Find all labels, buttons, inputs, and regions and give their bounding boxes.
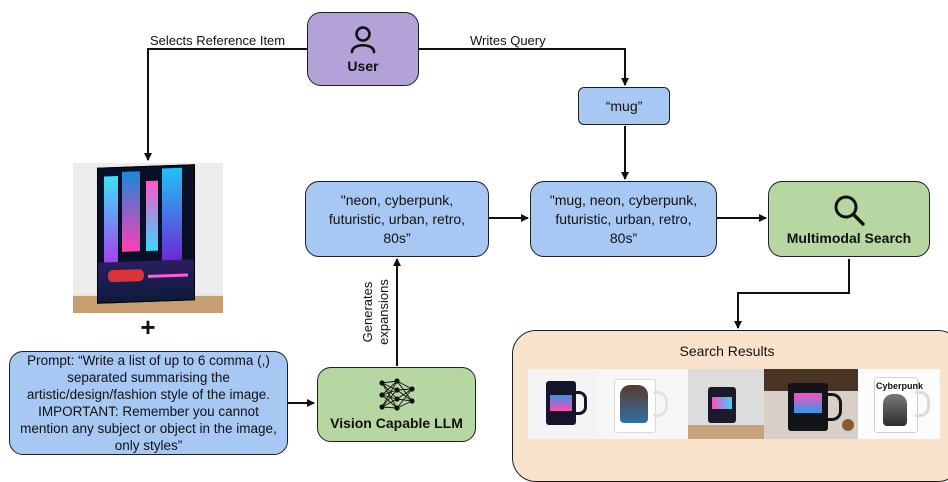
edge-label-writes: Writes Query — [470, 33, 546, 48]
connectors — [144, 48, 850, 407]
result-thumb-5-caption: Cyberpunk — [876, 381, 924, 391]
llm-label: Vision Capable LLM — [330, 415, 463, 431]
magnifier-icon — [834, 195, 865, 226]
result-thumb-2 — [598, 369, 688, 439]
edge-search-to-results — [734, 259, 850, 329]
edge-label-selects: Selects Reference Item — [150, 33, 286, 48]
user-node: User — [307, 12, 419, 86]
edge-user-to-query — [419, 48, 629, 86]
prompt-node: Prompt: “Write a list of up to 6 comma (… — [9, 351, 288, 455]
edge-user-to-reference — [144, 48, 307, 161]
edge-label-generates: Generates expansions — [360, 279, 391, 345]
user-label: User — [347, 58, 379, 74]
result-thumb-4 — [764, 369, 858, 439]
search-results-title: Search Results — [679, 343, 775, 359]
result-thumb-1 — [528, 369, 598, 439]
reference-image — [73, 163, 223, 313]
multimodal-search-node: Multimodal Search — [768, 181, 930, 257]
result-thumb-5: Cyberpunk — [858, 369, 940, 439]
combined-query-node: "mug, neon, cyberpunk, futuristic, urban… — [530, 181, 717, 257]
vision-llm-node: Vision Capable LLM — [317, 367, 476, 442]
search-label: Multimodal Search — [786, 230, 912, 246]
person-icon — [350, 26, 376, 54]
neural-network-icon — [378, 378, 415, 411]
result-thumb-3 — [688, 369, 764, 439]
query-node: “mug” — [578, 87, 670, 125]
expansion-node: "neon, cyberpunk, futuristic, urban, ret… — [305, 181, 489, 257]
plus-sign: + — [140, 312, 156, 342]
